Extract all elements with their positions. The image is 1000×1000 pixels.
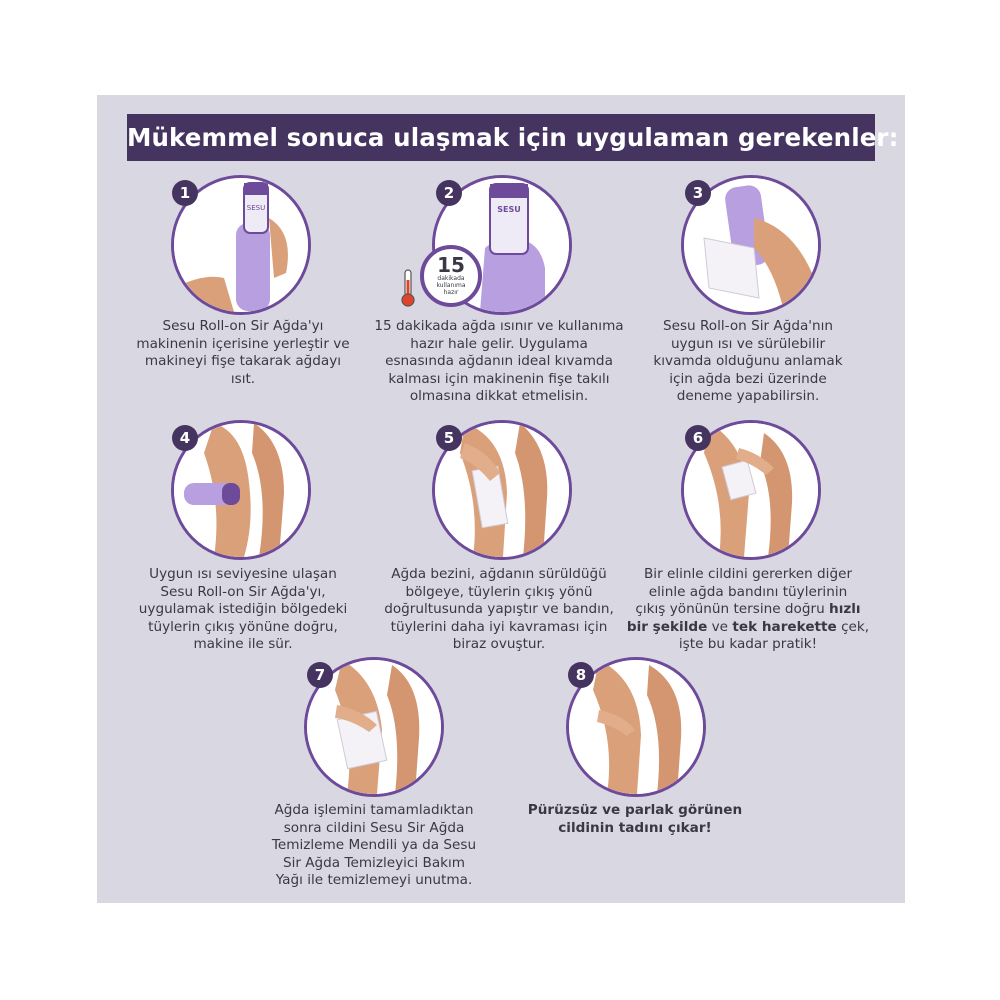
step-4-caption: Uygun ısı seviyesine ulaşan Sesu Roll-on… xyxy=(138,566,348,652)
step-6-line-3-a: çıkış yönünün tersine doğru xyxy=(635,601,830,617)
step-6-line-4-d: çek, xyxy=(836,618,870,635)
step-6-line-4-a: bir şekilde xyxy=(626,618,708,635)
thermometer-icon xyxy=(399,268,417,308)
step-2-caption: 15 dakikada ağda ısınır ve kullanıma haz… xyxy=(374,318,624,404)
timer-minutes: 15 xyxy=(437,253,465,277)
step-6-line-2: elinle ağda bandını tüylerinin xyxy=(648,583,848,600)
step-6-line-4-b: ve xyxy=(707,618,733,635)
step-1-image: SESU xyxy=(171,175,311,315)
svg-text:SESU: SESU xyxy=(497,205,520,214)
step-2-number: 2 xyxy=(436,180,462,206)
step-6-line-1: Bir elinle cildini gererken diğer xyxy=(643,566,853,582)
step-7-number: 7 xyxy=(307,662,333,688)
step-6-caption: Bir elinle cildini gererken diğer elinle… xyxy=(618,566,878,654)
step-8-number: 8 xyxy=(568,662,594,688)
step-6-line-3-b: hızlı xyxy=(829,601,861,617)
step-8-caption: Pürüzsüz ve parlak görünen cildinin tadı… xyxy=(527,802,743,836)
step-6-line-4: bir şekilde ve tek harekette çek, xyxy=(618,619,878,637)
timer-badge: 15 dakikada kullanıma hazır xyxy=(420,245,482,307)
step-6-line-4-c: tek harekette xyxy=(732,618,837,635)
timer-text-1: dakikada xyxy=(437,275,465,282)
page-title: Mükemmel sonuca ulaşmak için uygulaman g… xyxy=(127,114,898,161)
step-6-number: 6 xyxy=(685,425,711,451)
step-1-caption: Sesu Roll-on Sir Ağda'yı makinenin içeri… xyxy=(136,318,350,387)
step-5-number: 5 xyxy=(436,425,462,451)
step-1-number: 1 xyxy=(172,180,198,206)
step-6-line-5: işte bu kadar pratik! xyxy=(678,636,818,652)
step-7-caption: Ağda işlemini tamamladıktan sonra cildin… xyxy=(271,802,477,888)
step-4-number: 4 xyxy=(172,425,198,451)
timer-text-3: hazır xyxy=(443,289,459,296)
timer-text-2: kullanıma xyxy=(436,282,466,289)
step-2-image: SESU xyxy=(432,175,572,315)
step-3-number: 3 xyxy=(685,180,711,206)
step-3-caption: Sesu Roll-on Sir Ağda'nın uygun ısı ve s… xyxy=(653,318,843,404)
step-6-line-3: çıkış yönünün tersine doğru hızlı xyxy=(618,601,878,619)
step-8-image xyxy=(566,657,706,797)
step-5-caption: Ağda bezini, ağdanın sürüldüğü bölgeye, … xyxy=(384,566,614,652)
product-brand-label: SESU xyxy=(247,204,265,212)
